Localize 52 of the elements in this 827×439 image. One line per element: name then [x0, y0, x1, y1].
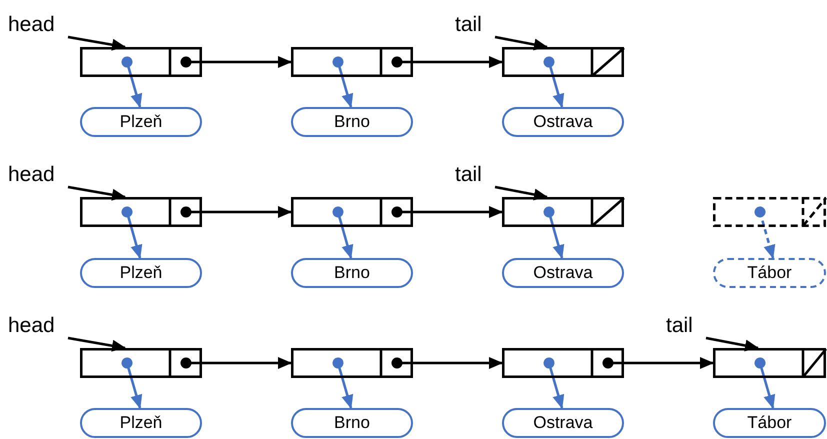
pointer-label: tail — [455, 163, 482, 187]
value-pill: Brno — [291, 258, 413, 288]
pointer-arrow — [754, 358, 776, 409]
list-node-box — [713, 348, 826, 378]
pointer-label: head — [8, 13, 55, 37]
list-node-box — [80, 197, 202, 227]
value-pill: Ostrava — [502, 258, 624, 288]
value-pill: Plzeň — [80, 107, 202, 137]
pointer-label: tail — [666, 314, 693, 338]
value-pill: Brno — [291, 408, 413, 438]
list-node-box — [713, 197, 826, 227]
pointer-arrow — [122, 358, 142, 409]
pointer-arrow — [332, 206, 354, 259]
pointer-arrow — [180, 206, 292, 218]
list-node-box — [80, 47, 202, 77]
list-node-box — [291, 47, 413, 77]
pointer-arrow — [754, 206, 776, 259]
value-pill: Tábor — [713, 408, 826, 438]
pointer-arrow — [122, 56, 142, 108]
pointer-arrow — [392, 56, 503, 68]
pointer-arrow — [544, 206, 564, 259]
pointer-arrow — [332, 358, 354, 409]
leader-arrow — [494, 186, 548, 200]
value-pill: Plzeň — [80, 258, 202, 288]
pointer-arrow — [392, 206, 503, 218]
pointer-arrow — [332, 56, 354, 108]
pointer-arrow — [180, 357, 292, 369]
value-pill: Brno — [291, 107, 413, 137]
leader-arrow — [494, 36, 548, 50]
pointer-arrow — [544, 56, 564, 108]
value-pill: Ostrava — [502, 408, 624, 438]
list-node-box — [291, 348, 413, 378]
leader-arrow — [68, 36, 126, 51]
pointer-arrow — [392, 357, 503, 369]
pointer-label: head — [8, 163, 55, 187]
list-node-box — [291, 197, 413, 227]
pointer-label: head — [8, 314, 55, 338]
list-node-box — [80, 348, 202, 378]
list-node-box — [502, 197, 624, 227]
leader-arrow — [68, 186, 126, 201]
value-pill: Plzeň — [80, 408, 202, 438]
list-node-box — [502, 47, 624, 77]
pointer-arrow — [602, 357, 714, 369]
value-pill: Ostrava — [502, 107, 624, 137]
pointer-label: tail — [455, 13, 482, 37]
leader-arrow — [706, 336, 759, 352]
pointer-arrow — [180, 56, 292, 68]
pointer-arrow — [544, 358, 564, 409]
list-node-box — [502, 348, 624, 378]
value-pill: Tábor — [713, 258, 826, 288]
leader-arrow — [68, 336, 126, 352]
pointer-arrow — [122, 206, 142, 259]
